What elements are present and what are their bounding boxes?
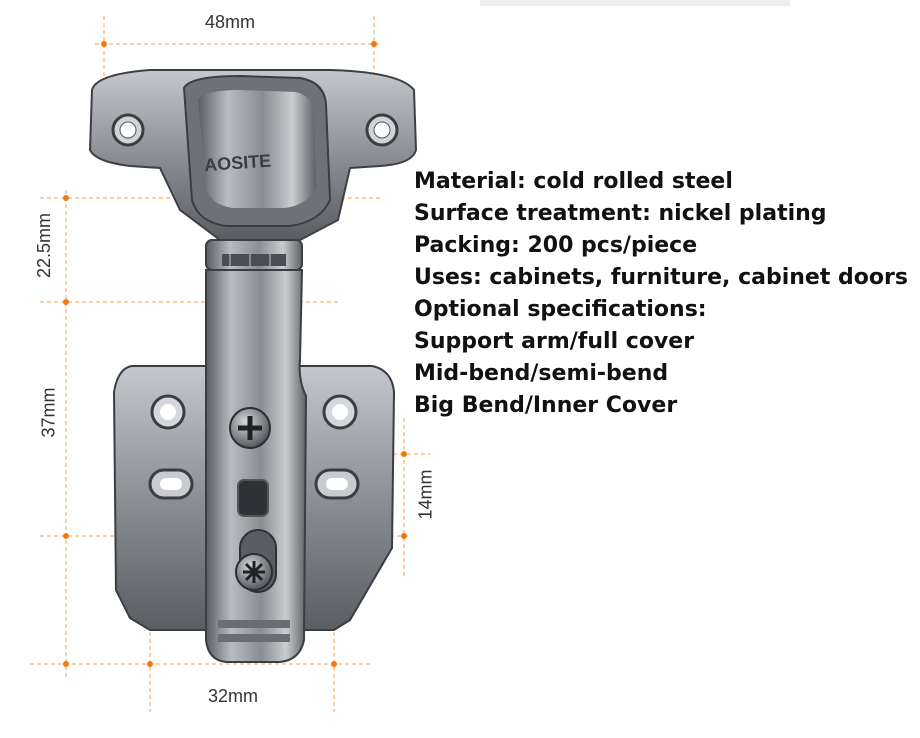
spec-option-mid-bend: Mid-bend/semi-bend	[414, 361, 669, 386]
dimension-top-width: 48mm	[205, 12, 256, 32]
dimension-right-side: 14mm	[415, 469, 436, 520]
hinge-knuckle	[205, 239, 303, 271]
spec-option-big-bend: Big Bend/Inner Cover	[414, 393, 678, 418]
hinge-arm-body	[205, 269, 308, 663]
spec-uses: Uses: cabinets, furniture, cabinet doors	[414, 265, 908, 290]
dimension-left-upper: 22.5mm	[34, 212, 55, 279]
dimension-dots	[63, 41, 407, 667]
spec-packing: Packing: 200 pcs/piece	[414, 233, 698, 258]
aosite-logo: AOSITE	[204, 151, 272, 176]
dimension-left-lower: 37mm	[38, 387, 59, 438]
dimension-bottom-width: 32mm	[208, 686, 259, 706]
spec-option-support-arm: Support arm/full cover	[414, 329, 695, 354]
spec-optional-heading: Optional specifications:	[414, 297, 707, 322]
svg-text:AOSITE: AOSITE	[204, 151, 272, 176]
spec-surface-treatment: Surface treatment: nickel plating	[414, 201, 827, 226]
screw-upper	[229, 407, 271, 449]
spec-material: Material: cold rolled steel	[414, 169, 733, 194]
specifications-list: Material: cold rolled steel Surface trea…	[414, 166, 908, 422]
hinge-upper-arm	[88, 69, 418, 241]
screw-lower	[235, 553, 273, 591]
